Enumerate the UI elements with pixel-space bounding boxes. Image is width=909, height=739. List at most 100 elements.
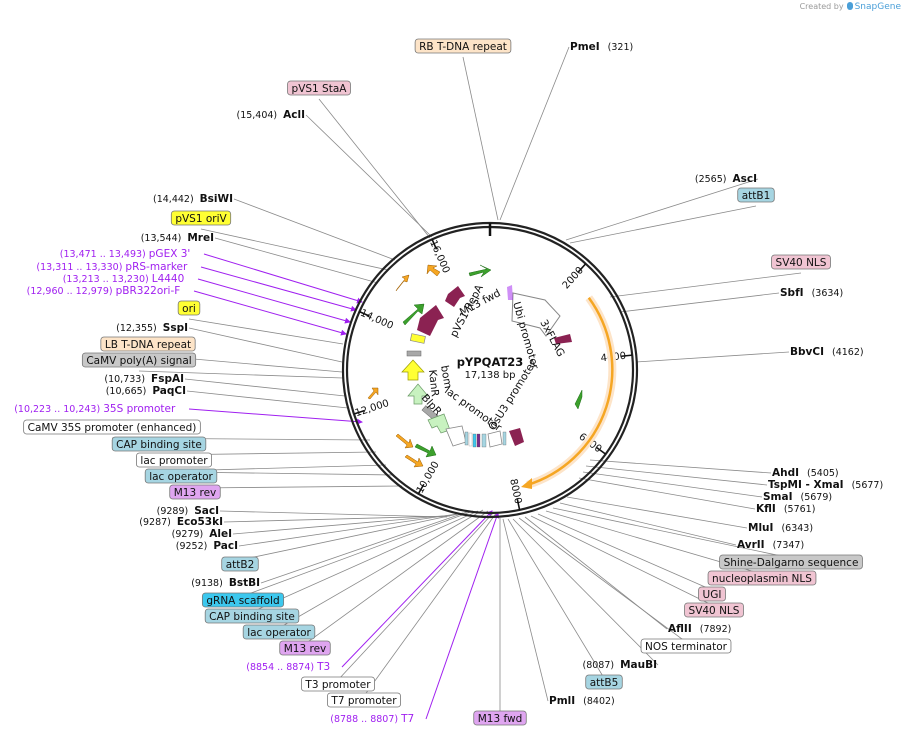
rb-tdna-box bbox=[414, 38, 512, 54]
attb5-leader-line bbox=[507, 518, 605, 679]
camv-polya-text: CaMV poly(A) signal bbox=[86, 355, 191, 367]
grna-label[interactable]: gRNA scaffold bbox=[201, 592, 285, 608]
mrei-label[interactable]: (13,544)MreI bbox=[141, 232, 214, 244]
mlui-pos: (6343) bbox=[781, 523, 813, 534]
bsiwi-leader-line bbox=[233, 198, 396, 261]
lac-op-2-label[interactable]: lac operator bbox=[242, 624, 316, 640]
bstbi-text: (9138)BstBI bbox=[191, 577, 260, 589]
lb-tdna-label[interactable]: LB T-DNA repeat bbox=[100, 336, 196, 352]
sbfi-name: SbfI bbox=[780, 287, 804, 299]
l4440-label[interactable]: (13,213 .. 13,230) L4440 bbox=[63, 273, 185, 285]
grna-box bbox=[201, 592, 285, 608]
bstbi-leader-line bbox=[260, 511, 468, 584]
t3-prom-label[interactable]: T3 promoter bbox=[301, 676, 375, 692]
bstbi-label[interactable]: (9138)BstBI bbox=[191, 577, 260, 589]
ahdi-leader-line bbox=[589, 459, 772, 474]
aflii-text: AflII(7892) bbox=[668, 623, 731, 635]
kfli-pos: (5761) bbox=[784, 504, 816, 515]
green-arrow-top bbox=[468, 264, 492, 278]
bbvci-label[interactable]: BbvCI(4162) bbox=[790, 346, 864, 358]
camv-polya-label[interactable]: CaMV poly(A) signal bbox=[81, 352, 197, 368]
shine-label[interactable]: Shine-Dalgarno sequence bbox=[719, 554, 863, 570]
cap-2-label[interactable]: CAP binding site bbox=[204, 608, 300, 624]
m13-rev-bar bbox=[476, 433, 481, 448]
saci-label[interactable]: (9289) SacI bbox=[157, 505, 219, 517]
m13rev-2-label[interactable]: M13 rev bbox=[279, 640, 331, 656]
saci-name: SacI bbox=[194, 505, 219, 517]
sspi-label[interactable]: (12,355)SspI bbox=[116, 322, 188, 334]
pvs1-sta-label[interactable]: pVS1 StaA bbox=[287, 80, 351, 96]
pmei-label[interactable]: PmeI(321) bbox=[570, 41, 633, 53]
sbfi-label[interactable]: SbfI(3634) bbox=[780, 287, 843, 299]
cap-2-leader-line bbox=[251, 510, 479, 613]
t7-label[interactable]: (8788 .. 8807) T7 bbox=[330, 713, 414, 725]
attb5-label[interactable]: attB5 bbox=[585, 674, 623, 690]
pgex3-label[interactable]: (13,471 .. 13,493) pGEX 3' bbox=[60, 248, 191, 260]
avrii-label[interactable]: AvrII(7347) bbox=[737, 539, 804, 551]
nos-term-label[interactable]: NOS terminator bbox=[640, 638, 732, 654]
ahdi-label[interactable]: AhdI(5405) bbox=[772, 467, 839, 479]
paci-label[interactable]: (9252)PacI bbox=[176, 540, 238, 552]
eco53ki-label[interactable]: (9287)Eco53kI bbox=[139, 516, 223, 528]
t3-name: T3 bbox=[316, 661, 330, 673]
cap-1-label[interactable]: CAP binding site bbox=[111, 436, 207, 452]
t3-text: (8854 .. 8874) T3 bbox=[246, 661, 330, 673]
pbr322-text: (12,960 .. 12,979) pBR322ori-F bbox=[27, 285, 181, 297]
orange-arrow-3 bbox=[367, 387, 379, 400]
m13rev-1-label[interactable]: M13 rev bbox=[169, 484, 221, 500]
nucleo-text: nucleoplasmin NLS bbox=[712, 573, 812, 585]
35s-promoter-label[interactable]: (10,223 .. 10,243) 35S promoter bbox=[14, 403, 176, 415]
pmli-name: PmlI bbox=[549, 695, 575, 707]
acli-label[interactable]: (15,404)AclI bbox=[236, 109, 305, 121]
aflii-label[interactable]: AflII(7892) bbox=[668, 623, 731, 635]
tick-mark-16000 bbox=[431, 238, 438, 250]
t3-label[interactable]: (8854 .. 8874) T3 bbox=[246, 661, 330, 673]
m13rev-1-box bbox=[169, 484, 221, 500]
attb2-label[interactable]: attB2 bbox=[221, 556, 259, 572]
attb1-label[interactable]: attB1 bbox=[737, 187, 775, 203]
pbr322-label[interactable]: (12,960 .. 12,979) pBR322ori-F bbox=[27, 285, 181, 297]
camv-polya-leader-line bbox=[138, 370, 344, 379]
nucleo-label[interactable]: nucleoplasmin NLS bbox=[707, 570, 817, 586]
m13fwd-box bbox=[473, 710, 527, 726]
pmei-text: PmeI(321) bbox=[570, 41, 633, 53]
smai-label[interactable]: SmaI(5679) bbox=[763, 491, 832, 503]
lac-op-1-label[interactable]: lac operator bbox=[144, 468, 218, 484]
ori-box bbox=[177, 300, 201, 316]
fspai-label[interactable]: (10,733)FspAI bbox=[104, 373, 184, 385]
ahdi-pos: (5405) bbox=[807, 468, 839, 479]
pmli-label[interactable]: PmlI(8402) bbox=[549, 695, 615, 707]
m13fwd-label[interactable]: M13 fwd bbox=[473, 710, 527, 726]
prs-marker-label[interactable]: (13,311 .. 13,330) pRS-marker bbox=[36, 261, 188, 273]
paqci-label[interactable]: (10,665)PaqCI bbox=[106, 385, 186, 397]
t7-text: (8788 .. 8807) T7 bbox=[330, 713, 414, 725]
alei-label[interactable]: (9279)AleI bbox=[172, 528, 232, 540]
asci-label[interactable]: (2565)AscI bbox=[695, 173, 757, 185]
ori-label[interactable]: ori bbox=[177, 300, 201, 316]
sv40-nls-1-label[interactable]: SV40 NLS bbox=[771, 254, 831, 270]
rb-tdna-label[interactable]: RB T-DNA repeat bbox=[414, 38, 512, 54]
bsiwi-label[interactable]: (14,442)BsiWI bbox=[153, 193, 233, 205]
camv-35s-label[interactable]: CaMV 35S promoter (enhanced) bbox=[23, 419, 201, 435]
sspi-pos: (12,355) bbox=[116, 323, 157, 334]
mlui-label[interactable]: MluI(6343) bbox=[748, 522, 813, 534]
saci-pos: (9289) bbox=[157, 506, 189, 517]
mrei-pos: (13,544) bbox=[141, 233, 182, 244]
kfli-label[interactable]: KflI(5761) bbox=[756, 503, 815, 515]
pvs1-oriv-label[interactable]: pVS1 oriV bbox=[170, 210, 232, 226]
avrii-leader-line bbox=[559, 502, 737, 546]
maubi-label[interactable]: (8087)MauBI bbox=[582, 659, 657, 671]
lac-prom-1-label[interactable]: lac promoter bbox=[136, 452, 212, 468]
t7-prom-label[interactable]: T7 promoter bbox=[327, 692, 401, 708]
bbvci-name: BbvCI bbox=[790, 346, 824, 358]
tspmi-label[interactable]: TspMI - XmaI(5677) bbox=[768, 479, 883, 491]
lac-op-2-box bbox=[242, 624, 316, 640]
sv40-nls-2-label[interactable]: SV40 NLS bbox=[684, 602, 744, 618]
ugi-label[interactable]: UGI bbox=[698, 586, 726, 602]
prs-marker-name: pRS-marker bbox=[125, 261, 188, 273]
paci-text: (9252)PacI bbox=[176, 540, 238, 552]
camv-polya-box bbox=[81, 352, 197, 368]
m13rev-1-text: M13 rev bbox=[174, 487, 217, 499]
sbfi-leader-line bbox=[619, 292, 780, 313]
mlui-text: MluI(6343) bbox=[748, 522, 813, 534]
